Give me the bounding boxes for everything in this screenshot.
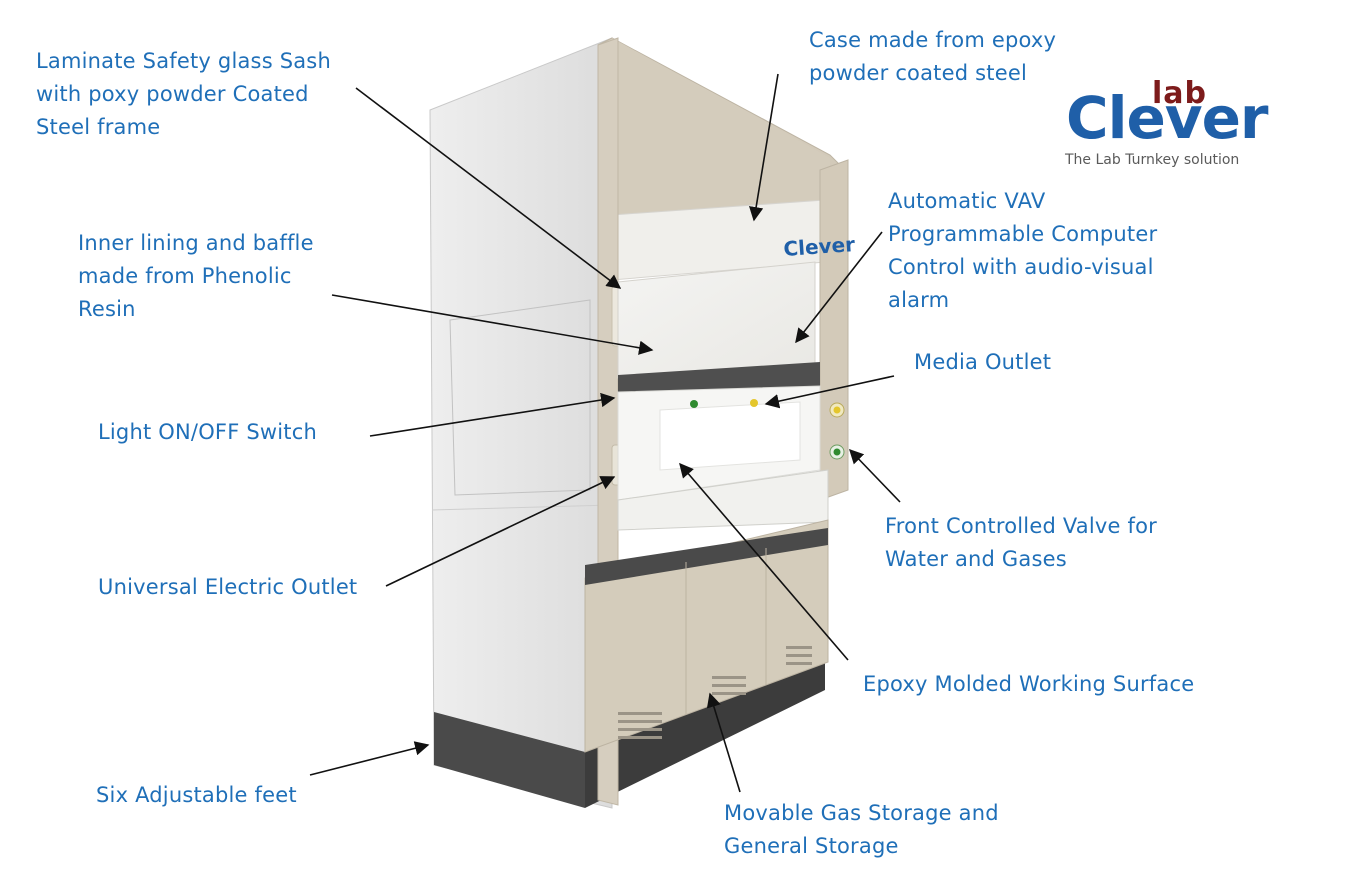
right-pillar [819,159,849,501]
callout-case: Case made from epoxy powder coated steel [809,24,1056,90]
arrow-electric-outlet [385,476,616,587]
callout-line: Movable Gas Storage and [724,801,999,825]
arrow-work-surface [679,462,849,661]
callout-line: powder coated steel [809,61,1027,85]
logo-tagline: The Lab Turnkey solution [1065,152,1240,168]
callout-line: Six Adjustable feet [96,783,297,807]
callout-electric-outlet: Universal Electric Outlet [98,571,357,604]
callout-valve: Front Controlled Valve for Water and Gas… [885,510,1157,576]
callout-line: General Storage [724,834,899,858]
callout-line: Case made from epoxy [809,28,1057,52]
interior-chamber [617,385,821,501]
callout-arrows [309,73,901,793]
storage-cabinet [584,519,829,753]
arrow-media-outlet [764,375,895,409]
cabinet-badge: Clever [783,232,856,261]
cabinet-base [434,662,825,808]
callout-storage: Movable Gas Storage and General Storage [724,797,999,863]
callout-sash: Laminate Safety glass Sash with poxy pow… [36,45,331,144]
callout-line: Steel frame [36,115,161,139]
callout-line: Resin [78,297,136,321]
arrow-sash [355,87,622,289]
arrow-lining [331,294,654,355]
cabinet-side-panel [429,37,613,809]
callout-line: Media Outlet [914,350,1052,374]
arrow-valve [849,448,901,503]
callout-line: Light ON/OFF Switch [98,420,317,444]
logo-clever-text: Clever [1066,84,1269,152]
arrow-feet [309,741,430,776]
callout-feet: Six Adjustable feet [96,779,297,812]
callout-line: Epoxy Molded Working Surface [863,672,1195,696]
arrow-light-switch [369,392,616,437]
callout-line: Inner lining and baffle [78,231,314,255]
callout-line: Control with audio-visual [888,255,1154,279]
callout-media-outlet: Media Outlet [914,346,1051,379]
callout-line: Automatic VAV [888,189,1046,213]
callout-line: Front Controlled Valve for [885,514,1157,538]
callout-line: Laminate Safety glass Sash [36,49,331,73]
brand-logo: lab Clever The Lab Turnkey solution [1064,74,1269,174]
arrow-storage [706,692,741,793]
callout-vav: Automatic VAV Programmable Computer Cont… [888,185,1157,317]
callout-lining: Inner lining and baffle made from Phenol… [78,227,314,326]
arrow-case [748,73,779,222]
callout-line: Universal Electric Outlet [98,575,358,599]
callout-light-switch: Light ON/OFF Switch [98,416,317,449]
callout-line: with poxy powder Coated [36,82,309,106]
callout-line: alarm [888,288,950,312]
callout-work-surface: Epoxy Molded Working Surface [863,668,1194,701]
callout-line: made from Phenolic [78,264,292,288]
callout-line: Water and Gases [885,547,1067,571]
upper-case [597,37,846,219]
sash-glass [617,261,820,392]
arrow-vav [795,231,883,344]
logo-lab-text: lab [1152,76,1208,111]
callout-line: Programmable Computer [888,222,1158,246]
